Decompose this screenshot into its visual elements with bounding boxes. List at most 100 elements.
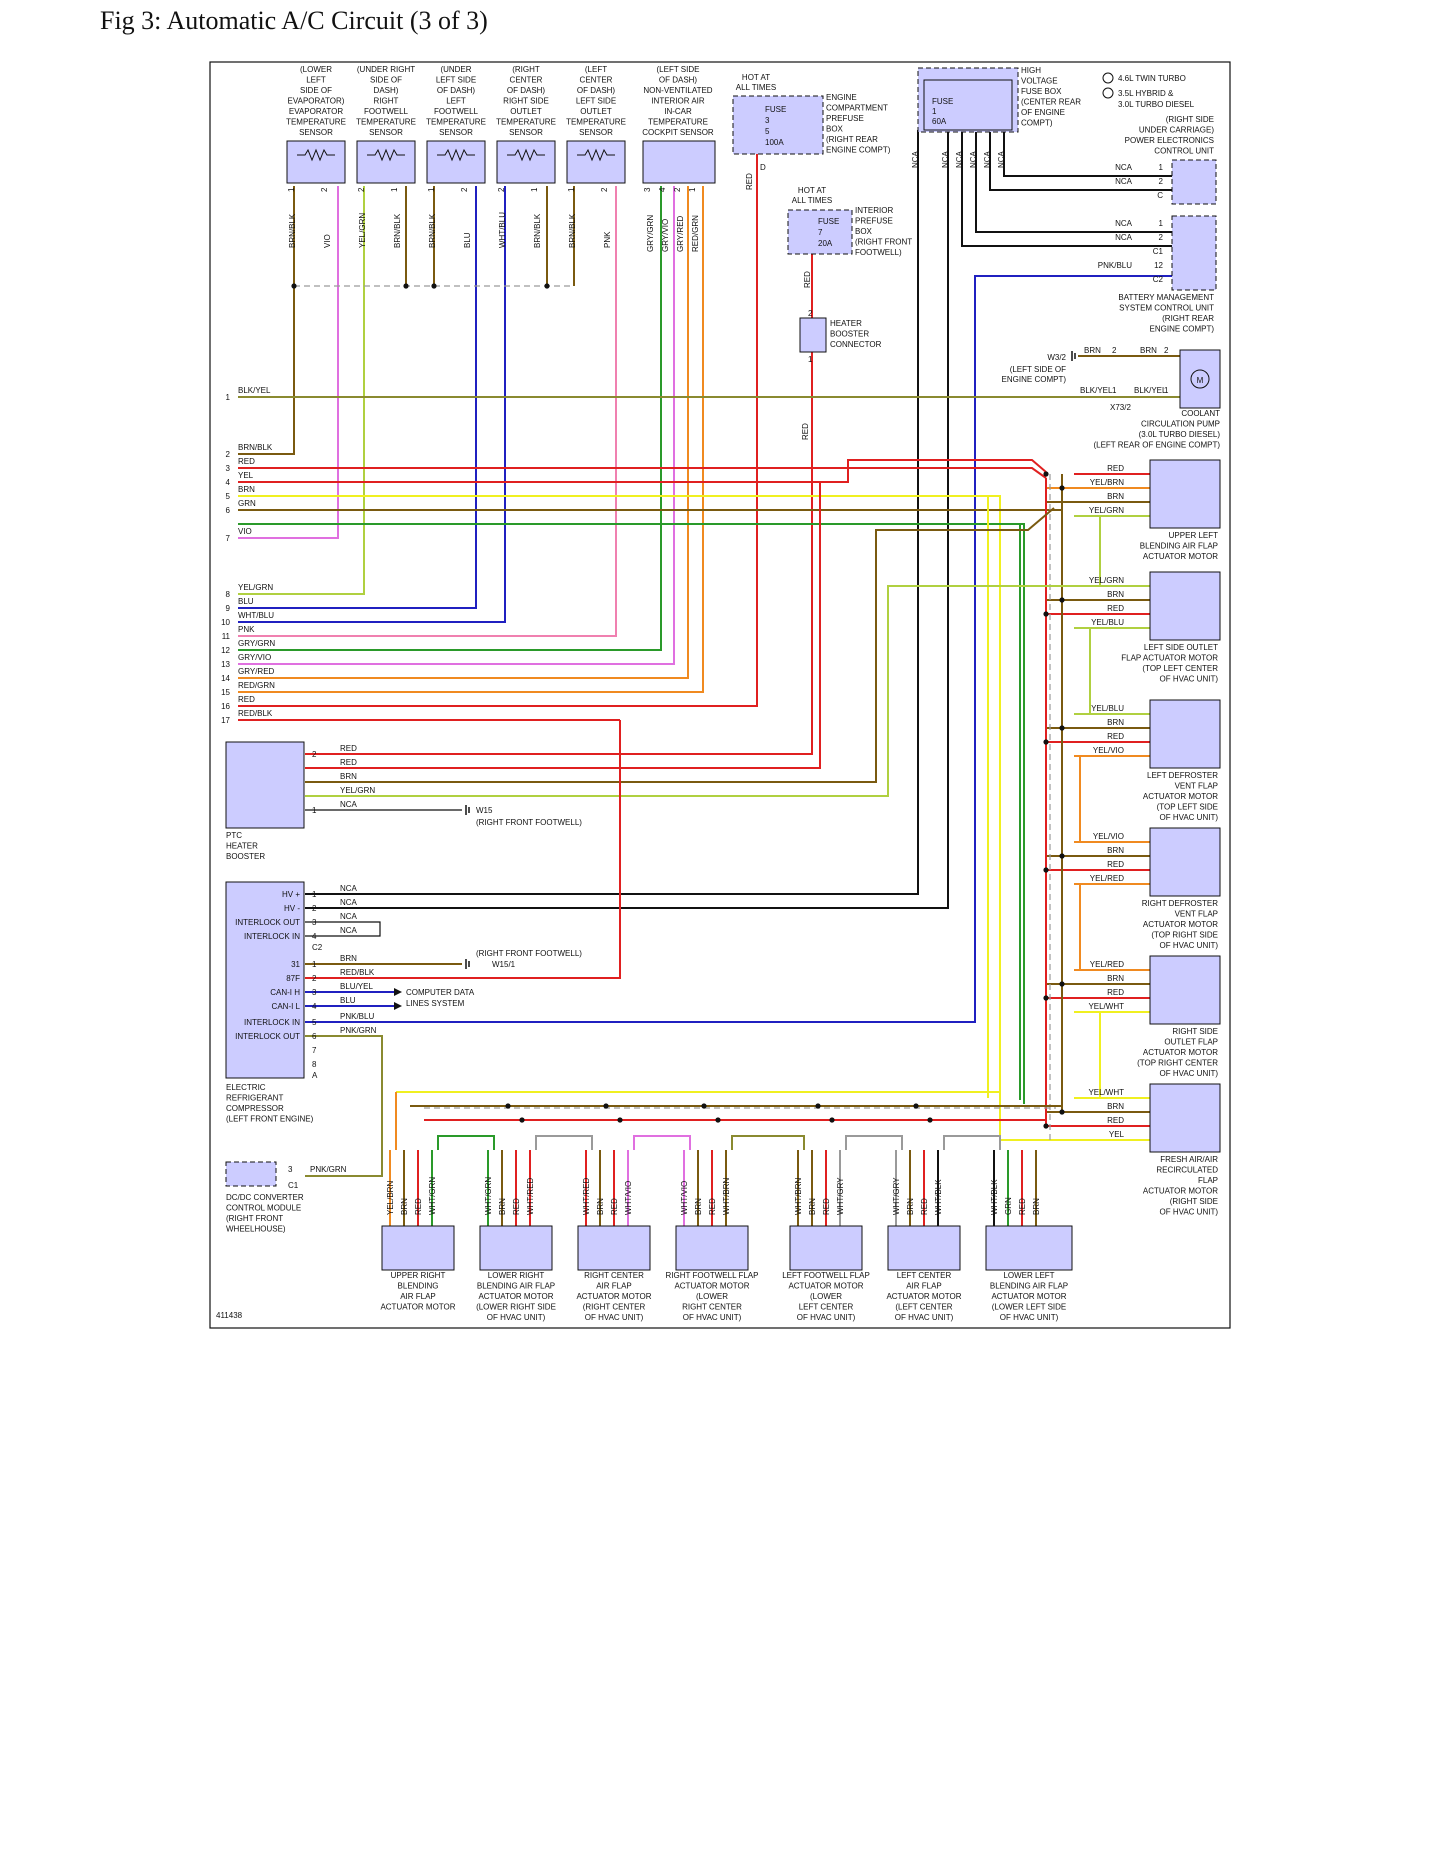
compressor-pin-name: INTERLOCK IN <box>244 1018 300 1027</box>
wire-color-label: BRN <box>1084 346 1101 355</box>
sensor-label: SENSOR <box>509 128 543 137</box>
prefuse-label: PREFUSE <box>855 217 893 226</box>
actuator-label: OF HVAC UNIT) <box>1159 941 1218 950</box>
wire-color-label: NCA <box>941 150 950 168</box>
wire-color-label: BRN <box>906 1198 915 1215</box>
ptc-label: BOOSTER <box>226 852 265 861</box>
actuator-label: BLENDING AIR FLAP <box>477 1282 555 1291</box>
actuator-label: RIGHT FOOTWELL FLAP <box>666 1271 759 1280</box>
wire-color-label: YEL/RED <box>1090 960 1124 969</box>
actuator-label: ACTUATOR MOTOR <box>1143 920 1218 929</box>
actuator-label: UPPER LEFT <box>1169 531 1218 540</box>
wire-color-label: WHT/RED <box>526 1177 535 1215</box>
fuse-box-label: FUSE BOX <box>1021 87 1062 96</box>
pin-number: 5 <box>312 1018 317 1027</box>
wire-color-label: YEL/VIO <box>1093 746 1124 755</box>
sensor-label: (LOWER <box>300 65 332 74</box>
wire-color-label: RED <box>238 457 255 466</box>
wire-color-label: RED <box>414 1198 423 1215</box>
sensor-wire-label: GRY/GRN <box>646 215 655 252</box>
splice-dot <box>505 1103 511 1109</box>
pin-number: 2 <box>312 750 317 759</box>
control-unit-label: POWER ELECTRONICS <box>1125 136 1214 145</box>
sensor-wire <box>238 186 339 539</box>
control-unit-label: BATTERY MANAGEMENT <box>1118 293 1214 302</box>
actuator-label: LEFT FOOTWELL FLAP <box>782 1271 870 1280</box>
control-unit-label: SYSTEM CONTROL UNIT <box>1119 304 1214 313</box>
sensor-pin: 2 <box>357 187 366 192</box>
pin-number: 1 <box>1112 386 1117 395</box>
connector-pin-number: 9 <box>226 604 231 613</box>
sensor-pin: 2 <box>600 187 609 192</box>
wire-color-label: RED <box>822 1198 831 1215</box>
wire-color-label: RED <box>238 695 255 704</box>
prefuse-label: COMPARTMENT <box>826 104 888 113</box>
actuator-label: VENT FLAP <box>1175 782 1218 791</box>
wire-color-label: NCA <box>1115 177 1133 186</box>
actuator-label: AIR FLAP <box>596 1282 632 1291</box>
ptc-wire <box>305 585 1074 797</box>
wire-color-label: VIO <box>238 527 252 536</box>
pin-number: 6 <box>312 1032 317 1041</box>
connector-pin: 1 <box>808 355 813 364</box>
wire-color-label: PNK/BLU <box>340 1012 374 1021</box>
sensor-label: TEMPERATURE <box>426 118 486 127</box>
flap-actuator-motor <box>381 1225 455 1271</box>
wire-color-label: YEL <box>238 471 254 480</box>
prefuse-label: (RIGHT REAR <box>826 135 878 144</box>
splice-dot <box>927 1117 933 1123</box>
wire-color-label: RED <box>745 173 754 190</box>
sensor-label: SENSOR <box>579 128 613 137</box>
thermistor-icon <box>437 148 475 162</box>
flap-actuator-motor <box>675 1225 749 1271</box>
actuator-label: ACTUATOR MOTOR <box>991 1292 1066 1301</box>
sensor-wire-label: BRN/BLK <box>288 213 297 248</box>
components-layer <box>209 61 1231 1329</box>
interior-prefuse-box <box>787 209 853 255</box>
pin-number: 12 <box>1154 261 1163 270</box>
wire-color-label: GRY/RED <box>238 667 275 676</box>
connector-pin-number: 11 <box>222 632 231 641</box>
wire-color-label: BRN <box>1107 1102 1124 1111</box>
connector-pin-number: 14 <box>221 674 230 683</box>
sensor-pin: 2 <box>673 187 682 192</box>
sensor-label: FOOTWELL <box>364 107 409 116</box>
actuator-label: RECIRCULATED <box>1156 1166 1218 1175</box>
sensor-label: LEFT <box>306 76 326 85</box>
wire-color-label: YEL/WHT <box>1088 1002 1124 1011</box>
sensor-label: CENTER <box>510 76 543 85</box>
wire-color-label: NCA <box>955 150 964 168</box>
actuator-label: UPPER RIGHT <box>391 1271 446 1280</box>
prefuse-label: FOOTWELL) <box>855 248 902 257</box>
control-unit-label: UNDER CARRIAGE) <box>1139 126 1214 135</box>
wire-color-label: NCA <box>969 150 978 168</box>
connector-pin-number: 10 <box>221 618 230 627</box>
wire-color-label: WHT/RED <box>582 1177 591 1215</box>
actuator-label: LEFT CENTER <box>799 1303 854 1312</box>
wire-color-label: YEL/GRN <box>340 786 375 795</box>
engine-prefuse-box <box>732 95 824 155</box>
splice-dot <box>617 1117 623 1123</box>
actuator-label: ACTUATOR MOTOR <box>1143 1187 1218 1196</box>
actuator-label: (TOP LEFT CENTER <box>1142 664 1218 673</box>
arrow-icon <box>394 1002 402 1010</box>
splice-dot <box>1043 1123 1049 1129</box>
splice-dot <box>403 283 409 289</box>
ground-label: W15/1 <box>492 960 516 969</box>
chain-wire <box>1079 755 1150 842</box>
pin-number: 8 <box>312 1060 317 1069</box>
wire-color-label: YEL/BLU <box>1091 704 1124 713</box>
ptc-wire <box>305 507 1055 783</box>
sensor-pin: 4 <box>658 187 667 192</box>
sensor-label: TEMPERATURE <box>286 118 346 127</box>
sensor-wire <box>238 186 704 693</box>
sensor-label: (LEFT <box>585 65 607 74</box>
motor-label: M <box>1197 376 1204 385</box>
prefuse-label: PREFUSE <box>826 114 864 123</box>
hot-at-all-times: HOT AT <box>742 73 770 82</box>
ground-label: (RIGHT FRONT FOOTWELL) <box>476 818 582 827</box>
connector-id: C2 <box>1153 275 1164 284</box>
connector-id: C2 <box>312 943 323 952</box>
flap-actuator-motor <box>577 1225 651 1271</box>
wire-color-label: NCA <box>340 800 358 809</box>
